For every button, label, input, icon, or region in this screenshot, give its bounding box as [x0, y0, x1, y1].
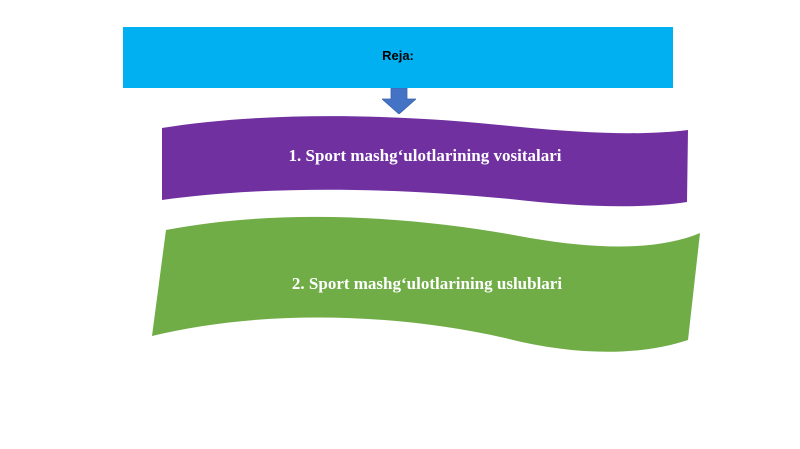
banner-1-shape — [162, 116, 688, 207]
arrow-down-icon — [382, 88, 416, 114]
banner-1-label: 1. Sport mashg‘ulotlarining vositalari — [288, 146, 562, 165]
banner-2-label: 2. Sport mashg‘ulotlarining uslublari — [291, 274, 563, 293]
banner-2-shape — [152, 216, 700, 352]
header-box: Reja: — [123, 27, 673, 88]
header-title: Reja: — [382, 48, 414, 63]
